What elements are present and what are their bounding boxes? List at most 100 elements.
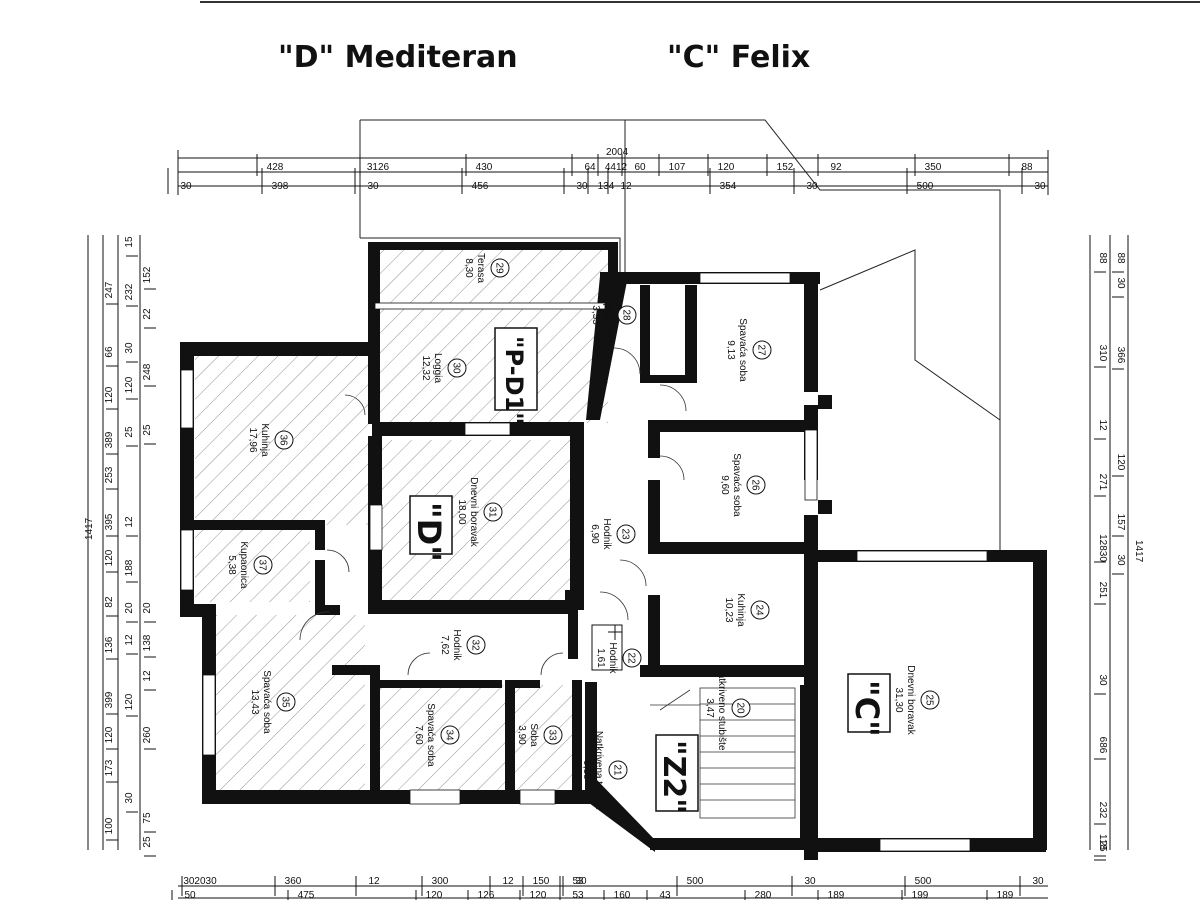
dim-label: 232 [124, 283, 135, 300]
dim-label: 12 [142, 670, 153, 682]
room-name: Loggia [432, 353, 443, 383]
dim-label: 30 [124, 792, 135, 804]
dim-label: 120 [104, 386, 115, 403]
dim-label: 253 [104, 466, 115, 483]
room-number: 21 [612, 764, 623, 776]
dim-label: 120 [1115, 454, 1126, 471]
room-number: 37 [257, 559, 268, 571]
dim-label: 232 [1097, 802, 1108, 819]
dim-label: 30 [367, 181, 379, 192]
dim-label: 686 [1097, 737, 1108, 754]
dim-label: 500 [915, 876, 932, 887]
dim-label: 25 [142, 836, 153, 848]
room-number: 26 [750, 479, 761, 491]
dim-label: 500 [687, 876, 704, 887]
dim-left-total: 1417 [84, 517, 95, 540]
room-number-circle [920, 690, 940, 710]
title-mediteran: "D" Mediteran [278, 40, 518, 75]
dim-label: 398 [272, 181, 289, 192]
dim-label: 50 [184, 890, 196, 900]
room-name: Spavaća soba [425, 703, 436, 767]
room-number: 20 [735, 702, 746, 714]
dim-label: 302030 [183, 876, 217, 887]
dim-label: 92 [830, 162, 842, 173]
room-area: 17,96 [247, 427, 258, 452]
dim-label: 475 [298, 890, 315, 900]
room-area: 10,23 [723, 597, 734, 622]
bottom-dimension-chain [178, 885, 1048, 899]
dim-label: 4412 [605, 162, 628, 173]
dim-label: 136 [104, 636, 115, 653]
room-number-circle [543, 725, 563, 745]
dim-label: 88 [1115, 252, 1126, 264]
dim-label: 25 [142, 424, 153, 436]
room-area: 9,60 [719, 475, 730, 495]
room-area: 3,90 [516, 725, 527, 745]
dim-label: 30 [804, 876, 816, 887]
dim-label: 120 [104, 549, 115, 566]
dim-label: 88 [1021, 162, 1033, 173]
dim-right-total: 1417 [1133, 540, 1144, 563]
unit-tag-z2: "Z2" [655, 734, 699, 814]
room-name: Spavaća soba [737, 318, 748, 382]
dim-label: 360 [285, 876, 302, 887]
dim-label: 15 [124, 236, 135, 248]
dim-label: 12 [620, 181, 632, 192]
dim-label: 188 [124, 559, 135, 576]
room-number-circle [608, 760, 628, 780]
room-name: Spavaća soba [731, 453, 742, 517]
dim-label: 138 [142, 634, 153, 651]
dim-label: 12830 [1097, 534, 1108, 562]
top-dimension-chain [177, 150, 1049, 195]
room-name: Dnevni boravak [468, 477, 479, 547]
room-number-circle [483, 502, 503, 522]
dim-label: 310 [1097, 345, 1108, 362]
room-area: 9,38 [581, 760, 592, 780]
dim-label: 88 [1097, 252, 1108, 264]
room-number-circle [616, 524, 636, 544]
svg-text:"Z2": "Z2" [656, 740, 691, 814]
room-number: 25 [924, 694, 935, 706]
room-area: 7,62 [439, 635, 450, 655]
room-number-circle [750, 600, 770, 620]
dim-label: 500 [917, 181, 934, 192]
dim-label: 66 [104, 346, 115, 358]
unit-tag-c: "C" [847, 673, 891, 737]
dim-label: 120 [124, 693, 135, 710]
dim-label: 118 [1097, 834, 1108, 850]
dim-label: 126 [478, 890, 495, 900]
svg-text:"P-D1": "P-D1" [500, 336, 528, 425]
dim-label: 64 [584, 162, 596, 173]
room-name: Hodnik [601, 518, 612, 550]
room-number: 33 [547, 729, 558, 741]
dim-label: 12 [124, 516, 135, 528]
room-name: Kuhinja [259, 423, 270, 457]
dim-label: 120 [718, 162, 735, 173]
dim-label: 100 [104, 817, 115, 834]
dim-label: 3126 [367, 162, 390, 173]
dim-label: 20 [142, 602, 153, 614]
room-number: 22 [626, 652, 637, 664]
room-name: Kupaonica [602, 291, 613, 339]
dim-label: 30 [1097, 674, 1108, 686]
dim-label: 430 [476, 162, 493, 173]
dim-label: 30 [1032, 876, 1044, 887]
dim-label: 30 [124, 342, 135, 354]
dim-label: 354 [720, 181, 737, 192]
dim-label: 280 [755, 890, 772, 900]
dim-label: 12 [368, 876, 380, 887]
dim-label: 30 [1115, 277, 1126, 289]
dim-label: 160 [614, 890, 631, 900]
dim-label: 247 [104, 281, 115, 298]
dim-label: 22 [142, 308, 153, 320]
windows [180, 272, 988, 852]
